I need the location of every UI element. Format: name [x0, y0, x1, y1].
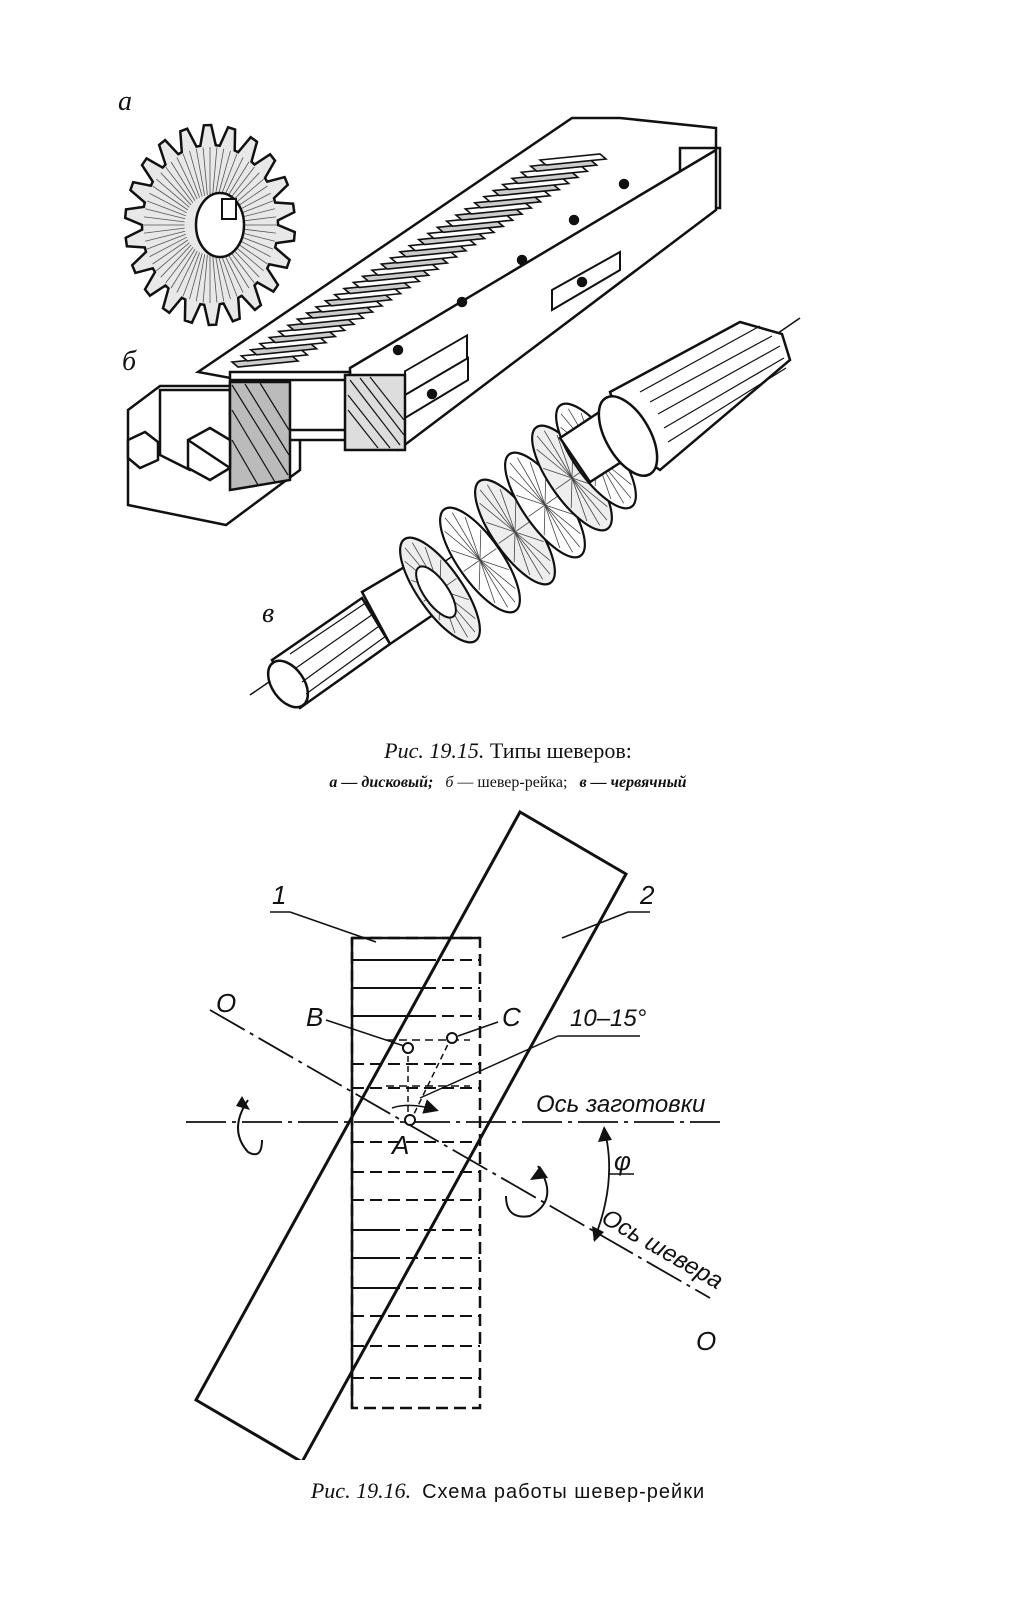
worm-shaver-icon [249, 317, 801, 710]
point-A-marker [404, 1114, 416, 1126]
label-v: в [262, 598, 274, 629]
caption2-title: Схема работы шевер-рейки [422, 1481, 706, 1503]
label-O-top: O [216, 988, 236, 1018]
figure-19-16-caption: Рис. 19.16. Схема работы шевер-рейки [0, 1478, 1016, 1504]
point-C-marker [446, 1032, 458, 1044]
label-2: 2 [639, 880, 655, 910]
disk-shaver-icon [123, 123, 297, 327]
label-1: 1 [272, 880, 286, 910]
angle-label: 10–15° [570, 1005, 647, 1032]
label-C: C [502, 1002, 521, 1032]
legend-b-letter: б [445, 774, 454, 791]
legend-b-text: — шевер-рейка; [457, 774, 568, 791]
phi-label: φ [614, 1146, 631, 1176]
label-B: B [306, 1002, 323, 1032]
shaver-axis-line [209, 1009, 711, 1299]
shaver-axis-label: Ось шевера [597, 1204, 728, 1295]
label-O-bottom: O [696, 1326, 716, 1356]
workpiece-axis-label: Ось заготовки [536, 1091, 705, 1118]
caption-title: Типы шеверов: [489, 738, 632, 763]
label-a: а [118, 86, 132, 117]
caption-number: Рис. 19.15. [384, 738, 485, 763]
rack-shaver-outline-icon [193, 809, 629, 1460]
legend-a-text: — дисковый; [341, 774, 434, 791]
rack-shaver-icon [126, 116, 722, 527]
label-A: A [390, 1130, 409, 1160]
figure-19-15-drawing: а б в [118, 86, 801, 710]
figure-19-15-legend: а — дисковый; б — шевер-рейка; в — червя… [0, 774, 1016, 792]
legend-a-letter: а [329, 774, 338, 791]
figure-19-16-diagram: 1 2 B C A O O 10–15° φ Ось заготовки Ось… [186, 809, 728, 1460]
legend-v-letter: в [579, 774, 587, 791]
point-B-marker [402, 1042, 414, 1054]
label-b: б [122, 346, 137, 377]
caption2-number: Рис. 19.16. [310, 1478, 412, 1503]
figure-19-15-caption: Рис. 19.15. Типы шеверов: [0, 738, 1016, 764]
legend-v-text: — червячный [590, 774, 687, 791]
